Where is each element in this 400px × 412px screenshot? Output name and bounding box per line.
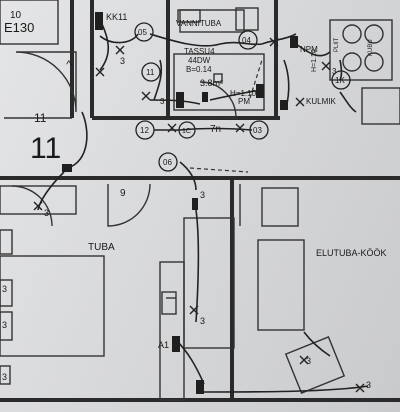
room-7n: 7n	[210, 124, 221, 135]
fixture-npm: NPM	[300, 45, 318, 54]
fixture-tassu-dims: B=0.14	[186, 65, 212, 74]
corner-number: 10	[10, 10, 22, 21]
circuit-06-marker	[158, 152, 178, 172]
count-label: 3	[2, 320, 7, 330]
count-label: 3	[366, 380, 371, 390]
dimension-9: 9	[120, 188, 126, 199]
count-label: 3	[2, 372, 7, 382]
fixture-tassu-power: 44DW	[188, 56, 211, 65]
cabinet-code: KK11	[106, 12, 127, 22]
count-label: 3	[332, 67, 337, 76]
room-name-vannituba: VANNITUBA	[176, 19, 222, 28]
corner-code: E130	[4, 20, 34, 35]
circuit-11: 11	[146, 68, 155, 77]
room-number-big: 11	[30, 132, 61, 165]
circuit-11-marker	[141, 62, 161, 82]
count-label: 3	[160, 97, 165, 106]
count-label: 3	[2, 284, 7, 294]
circuit-05-marker	[134, 22, 154, 42]
count-label: 3	[120, 56, 125, 66]
room-name-elutuba-kook: ELUTUBA-KÖÖK	[316, 248, 387, 258]
room-name-tuba: TUBA	[88, 242, 115, 253]
wiring	[37, 19, 369, 393]
door-swings	[11, 51, 241, 227]
switch-marks	[33, 37, 365, 393]
fixture-tassu: TASSU4	[184, 47, 215, 56]
circuit-1c-marker	[178, 121, 196, 139]
room-number-small: 11	[34, 111, 47, 125]
circuit-markers	[134, 22, 351, 172]
circuit-1k: 1K	[335, 76, 345, 85]
count-label: 3	[200, 316, 205, 326]
count-label: 3	[306, 356, 311, 366]
count-label: 3	[44, 208, 49, 218]
wall-text-1: PLIIT	[334, 37, 340, 52]
fixtures	[62, 9, 298, 394]
circuit-03-marker	[249, 120, 269, 140]
walls	[0, 0, 400, 402]
furniture	[0, 0, 400, 401]
fixture-a1: A1	[158, 340, 169, 350]
bathroom-area: 3.8m²	[200, 78, 223, 88]
circuit-1k-marker	[331, 70, 351, 90]
circuit-04-marker	[238, 30, 258, 50]
circuit-04: 04	[242, 36, 251, 45]
dashed-lines	[189, 59, 263, 173]
circuit-12: 12	[140, 126, 149, 135]
fixture-height: H=1.10	[230, 89, 257, 98]
count-label: 3	[200, 190, 205, 200]
fixture-h110-right: H=1.10	[311, 49, 318, 72]
circuit-03: 03	[253, 126, 262, 135]
circuit-12-marker	[135, 120, 155, 140]
circuit-06: 06	[163, 158, 172, 167]
wall-text-2: KUBU	[368, 39, 374, 56]
circuit-05: 05	[138, 28, 147, 37]
circuit-1c: 1C	[182, 128, 191, 135]
fixture-kulmik: KULMIK	[306, 97, 336, 106]
dimension-7: 7	[65, 59, 78, 70]
fixture-pm: PM	[238, 97, 250, 106]
